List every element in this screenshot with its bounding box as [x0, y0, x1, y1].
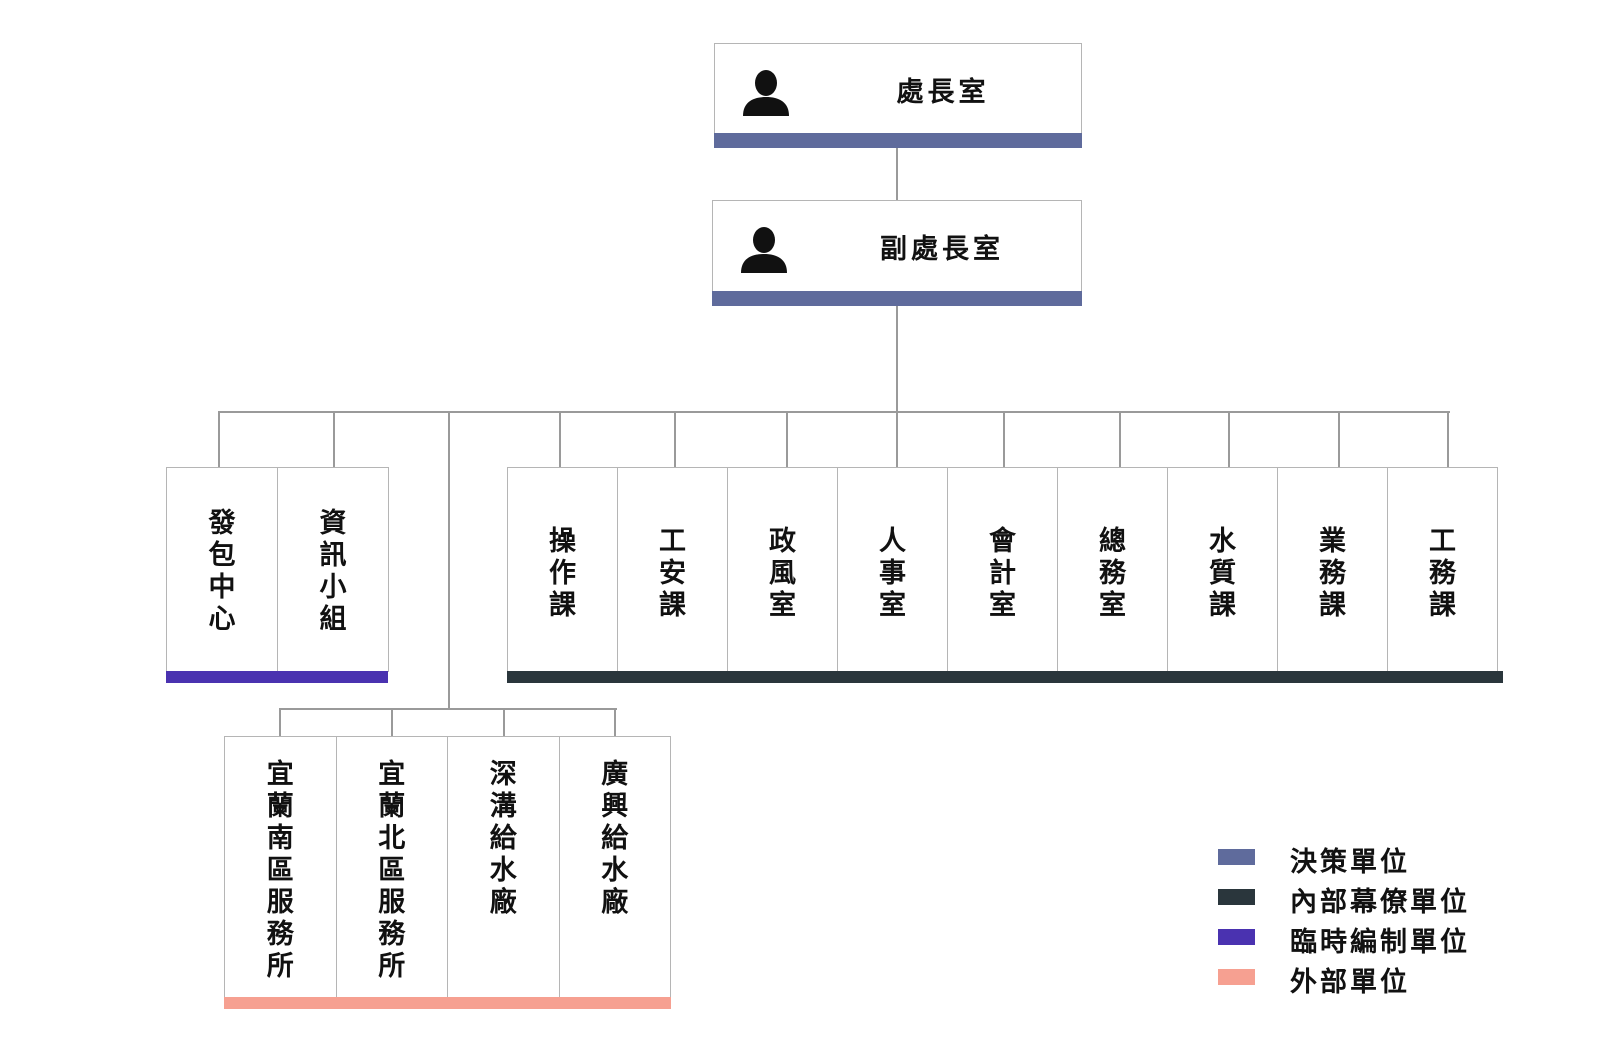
unit-box-external: 宜 蘭 北 區 服 務 所 — [335, 736, 448, 998]
connector-internal-5 — [1003, 411, 1005, 467]
legend-item: 臨時編制單位 — [1218, 920, 1518, 958]
unit-label: 人 事 室 — [879, 526, 906, 621]
connector-internal-8 — [1338, 411, 1340, 467]
connector-internal-9 — [1447, 411, 1449, 467]
unit-box-internal: 水 質 課 — [1167, 467, 1278, 672]
deputy-decision-bar — [712, 291, 1082, 306]
connector-external-trunk — [448, 411, 450, 709]
connector-external-1 — [279, 708, 281, 736]
connector-deputy-trunk — [896, 306, 898, 412]
connector-internal-6 — [1119, 411, 1121, 467]
unit-label: 政 風 室 — [769, 526, 796, 621]
legend-swatch — [1218, 929, 1255, 945]
unit-box-external: 廣 興 給 水 廠 — [558, 736, 671, 998]
connector-temp-1 — [218, 411, 220, 467]
unit-label: 會 計 室 — [989, 526, 1016, 621]
deputy-box: 副處長室 — [712, 200, 1082, 306]
unit-label: 發 包 中 心 — [208, 508, 236, 635]
person-icon — [743, 70, 789, 116]
director-box: 處長室 — [714, 43, 1082, 148]
unit-box-external: 宜 蘭 南 區 服 務 所 — [224, 736, 337, 998]
connector-internal-4 — [896, 411, 898, 467]
unit-label: 工 安 課 — [659, 526, 686, 621]
unit-box-internal: 總 務 室 — [1057, 467, 1168, 672]
unit-label: 業 務 課 — [1319, 526, 1346, 621]
person-icon — [741, 227, 787, 273]
unit-box-internal: 工 務 課 — [1387, 467, 1498, 672]
connector-external-2 — [391, 708, 393, 736]
unit-label: 操 作 課 — [549, 526, 576, 621]
temporary-units-group: 發 包 中 心資 訊 小 組 — [166, 467, 389, 685]
connector-internal-2 — [674, 411, 676, 467]
connector-temp-2 — [333, 411, 335, 467]
legend-label: 臨時編制單位 — [1290, 927, 1470, 958]
unit-label: 工 務 課 — [1429, 526, 1456, 621]
unit-label: 廣 興 給 水 廠 — [601, 759, 629, 918]
connector-external-horizontal — [279, 708, 617, 710]
legend-item: 內部幕僚單位 — [1218, 880, 1518, 918]
unit-box-internal: 工 安 課 — [617, 467, 728, 672]
connector-external-3 — [503, 708, 505, 736]
unit-box-internal: 業 務 課 — [1277, 467, 1388, 672]
connector-internal-1 — [559, 411, 561, 467]
internal-units-group: 操 作 課工 安 課政 風 室人 事 室會 計 室總 務 室水 質 課業 務 課… — [507, 467, 1503, 685]
director-decision-bar — [714, 133, 1082, 148]
connector-internal-7 — [1228, 411, 1230, 467]
unit-color-bar — [166, 671, 388, 683]
unit-box-temporary: 發 包 中 心 — [166, 467, 278, 672]
unit-box-internal: 會 計 室 — [947, 467, 1058, 672]
external-units-group: 宜 蘭 南 區 服 務 所宜 蘭 北 區 服 務 所深 溝 給 水 廠廣 興 給… — [224, 736, 671, 1009]
unit-box-external: 深 溝 給 水 廠 — [447, 736, 560, 998]
connector-external-4 — [614, 708, 616, 736]
unit-color-bar — [224, 997, 671, 1009]
legend-label: 外部單位 — [1290, 967, 1410, 998]
unit-label: 資 訊 小 組 — [319, 508, 347, 635]
connector-internal-3 — [786, 411, 788, 467]
unit-label: 深 溝 給 水 廠 — [489, 759, 517, 918]
unit-label: 宜 蘭 北 區 服 務 所 — [378, 759, 406, 982]
deputy-title: 副處長室 — [880, 234, 1004, 265]
unit-label: 總 務 室 — [1099, 526, 1126, 621]
legend-item: 決策單位 — [1218, 840, 1518, 878]
legend-swatch — [1218, 889, 1255, 905]
unit-label: 水 質 課 — [1209, 526, 1236, 621]
unit-label: 宜 蘭 南 區 服 務 所 — [266, 759, 294, 982]
legend-swatch — [1218, 969, 1255, 985]
unit-box-temporary: 資 訊 小 組 — [277, 467, 389, 672]
legend-swatch — [1218, 849, 1255, 865]
unit-color-bar — [507, 671, 1503, 683]
legend-label: 決策單位 — [1290, 847, 1410, 878]
unit-box-internal: 政 風 室 — [727, 467, 838, 672]
legend-item: 外部單位 — [1218, 960, 1518, 998]
connector-main-horizontal — [218, 411, 1450, 413]
legend-label: 內部幕僚單位 — [1290, 887, 1470, 918]
unit-box-internal: 人 事 室 — [837, 467, 948, 672]
connector-director-deputy — [896, 147, 898, 200]
director-title: 處長室 — [896, 77, 990, 108]
unit-box-internal: 操 作 課 — [507, 467, 618, 672]
